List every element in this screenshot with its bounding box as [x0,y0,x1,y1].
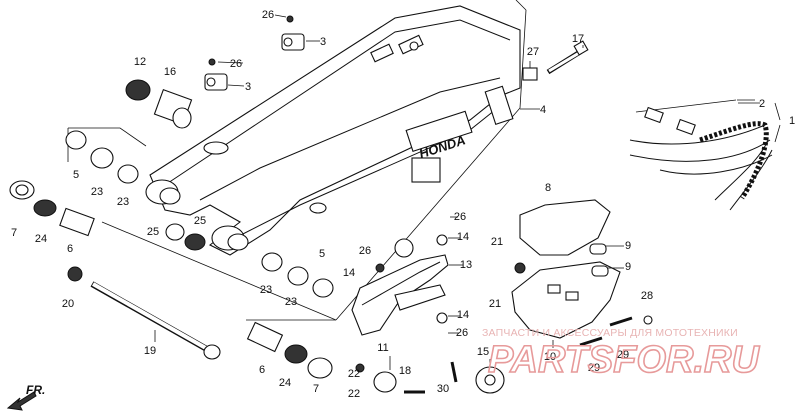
swingarm-body [145,5,521,256]
callout-l25a: 25 [147,226,159,238]
callout-l29a: 29 [617,349,629,361]
callout-l5a: 5 [73,169,79,181]
fr-label: FR. [26,383,45,397]
callout-l7b: 7 [313,383,319,395]
callout-l21b: 21 [489,298,501,310]
callout-l3b: 3 [245,81,251,93]
callout-l22: 22 [348,368,360,380]
pivot-axle [90,281,221,360]
callout-l6b: 6 [259,364,265,376]
upper-bushings [125,79,193,129]
callout-l26e: 26 [456,327,468,339]
callout-l26a: 26 [262,9,274,21]
callout-l14c: 14 [457,309,469,321]
callout-l26d: 26 [359,245,371,257]
callout-l3a: 3 [320,36,326,48]
callout-l23c: 23 [260,284,272,296]
callout-l5b: 5 [319,248,325,260]
callout-l12: 12 [134,56,146,68]
callout-l10: 10 [544,351,556,363]
callout-l25b: 25 [194,215,206,227]
callout-l8: 8 [545,182,551,194]
callout-l24b: 24 [279,377,291,389]
chain-slider [351,234,449,336]
callout-l24a: 24 [35,233,47,245]
callout-l2: 2 [759,98,765,110]
callout-l23b: 23 [117,196,129,208]
callout-l15: 15 [477,346,489,358]
callout-l22b: 22 [348,388,360,400]
callout-l29b: 29 [588,362,600,374]
callout-l14a: 14 [457,231,469,243]
drive-chain [629,99,773,211]
callout-l28: 28 [641,290,653,302]
callout-l23a: 23 [91,186,103,198]
chain-guide [511,199,653,347]
chain-roller [355,361,505,394]
pivot-parts-right [165,223,334,379]
leader-lines [154,14,781,370]
callout-l20: 20 [62,298,74,310]
watermark: ЗАПЧАСТИ И АКСЕССУАРЫ ДЛЯ МОТОТЕХНИКИ PA… [482,327,761,382]
callout-l23d: 23 [285,296,297,308]
callout-l6a: 6 [67,243,73,255]
callout-l30: 30 [437,383,449,395]
callout-l27: 27 [527,46,539,58]
callout-l26c: 26 [454,211,466,223]
callout-l13: 13 [460,259,472,271]
callout-l14b: 14 [343,267,355,279]
front-direction-arrow: FR. [6,383,45,411]
watermark-tagline: ЗАПЧАСТИ И АКСЕССУАРЫ ДЛЯ МОТОТЕХНИКИ [482,327,738,339]
callout-l21a: 21 [491,236,503,248]
callout-l17: 17 [572,33,584,45]
cable-brackets [204,15,305,91]
watermark-logo: PARTSFOR.RU [488,339,760,381]
callout-l16: 16 [164,66,176,78]
callout-l9b: 9 [625,261,631,273]
callout-l9a: 9 [625,240,631,252]
pivot-parts-left [9,130,139,282]
callout-l19: 19 [144,345,156,357]
callout-l7a: 7 [11,227,17,239]
callout-l1: 1 [789,115,795,127]
callout-l18: 18 [399,365,411,377]
callout-l4: 4 [540,104,546,116]
callout-l26b: 26 [230,58,242,70]
callout-l11: 11 [377,342,388,354]
